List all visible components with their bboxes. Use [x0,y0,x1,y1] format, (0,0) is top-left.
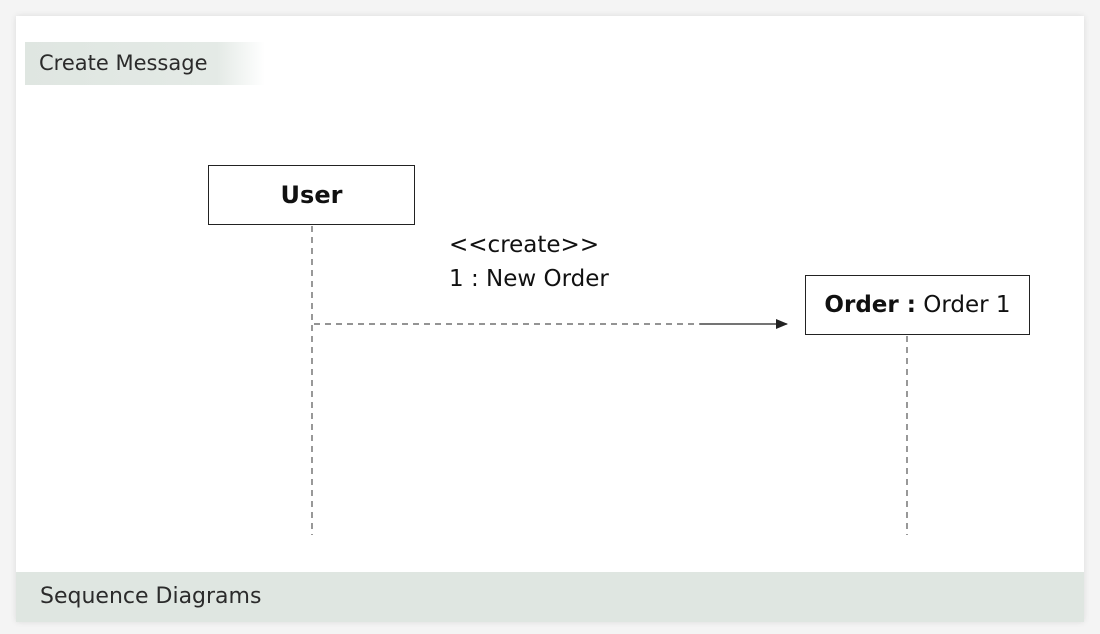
message-label: 1 : New Order [449,266,609,292]
footer-caption: Sequence Diagrams [16,572,1084,622]
order-class-label: Order : [824,292,916,318]
message-stereotype: <<create>> [449,232,600,258]
order-lifeline-box: Order : Order 1 [805,275,1030,335]
order-instance-label: Order 1 [915,292,1011,318]
diagram-title: Create Message [25,42,265,85]
user-lifeline-label: User [280,181,343,209]
user-lifeline-box: User [208,165,415,225]
